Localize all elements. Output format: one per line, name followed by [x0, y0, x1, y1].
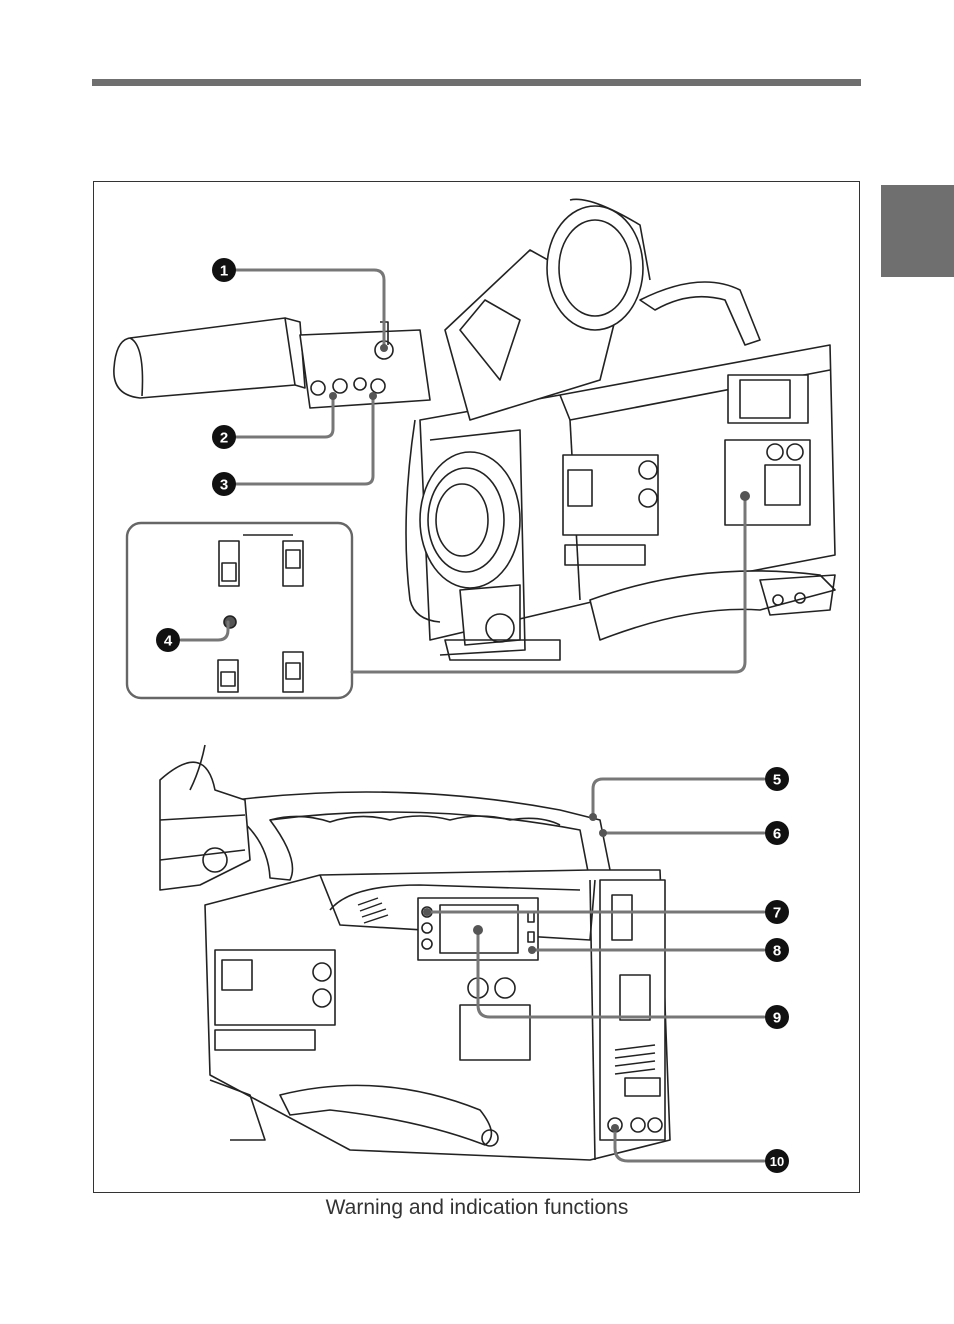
callout-5: 5 — [765, 767, 789, 791]
callout-9: 9 — [765, 1005, 789, 1029]
svg-text:3: 3 — [220, 477, 228, 494]
svg-text:10: 10 — [770, 1154, 784, 1169]
svg-text:6: 6 — [773, 826, 781, 843]
callout-4: 4 — [156, 628, 180, 652]
svg-text:8: 8 — [773, 943, 781, 960]
svg-text:1: 1 — [220, 263, 228, 280]
svg-text:7: 7 — [773, 905, 781, 922]
callout-6: 6 — [765, 821, 789, 845]
callout-3: 3 — [212, 472, 236, 496]
figure-caption: Warning and indication functions — [0, 1196, 954, 1220]
microphone-drawing — [114, 318, 305, 398]
callout-7: 7 — [765, 900, 789, 924]
svg-text:9: 9 — [773, 1010, 781, 1027]
svg-text:4: 4 — [164, 633, 173, 650]
callout-10: 10 — [765, 1149, 789, 1173]
svg-text:5: 5 — [773, 772, 781, 789]
callout-8: 8 — [765, 938, 789, 962]
svg-text:2: 2 — [220, 430, 228, 447]
callout-1: 1 — [212, 258, 236, 282]
callout-2: 2 — [212, 425, 236, 449]
